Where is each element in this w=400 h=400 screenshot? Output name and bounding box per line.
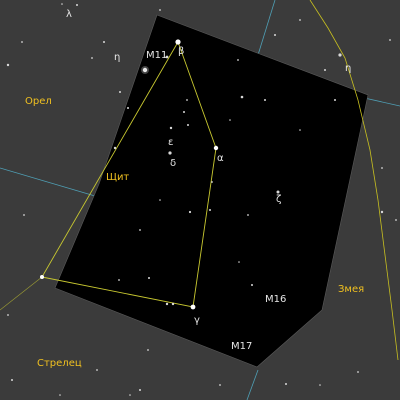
star bbox=[103, 41, 105, 43]
star bbox=[274, 34, 276, 36]
star bbox=[357, 371, 359, 373]
star bbox=[240, 95, 244, 99]
constellation-label-sagittarius: Стрелец bbox=[37, 358, 82, 369]
star-label-beta: β bbox=[178, 46, 184, 57]
star-label-lambda: λ bbox=[66, 9, 72, 20]
star bbox=[299, 129, 301, 131]
star-label-gamma: γ bbox=[194, 315, 200, 326]
star bbox=[118, 279, 120, 281]
scutum-figure-line-aquila bbox=[0, 276, 43, 311]
star-label-zeta: ζ bbox=[276, 194, 281, 205]
star bbox=[229, 119, 231, 121]
star bbox=[285, 383, 287, 385]
star bbox=[319, 384, 321, 386]
star bbox=[171, 302, 175, 306]
star bbox=[237, 59, 239, 61]
star bbox=[96, 369, 98, 371]
star bbox=[7, 314, 9, 316]
star bbox=[159, 199, 161, 201]
star-label-eta-serpens: η bbox=[345, 63, 351, 74]
star bbox=[380, 210, 384, 214]
star bbox=[40, 275, 44, 279]
star bbox=[165, 55, 169, 59]
star bbox=[381, 167, 383, 169]
star bbox=[11, 379, 13, 381]
star bbox=[238, 261, 240, 263]
star bbox=[175, 39, 181, 45]
grid-line-1 bbox=[0, 167, 96, 197]
star bbox=[213, 145, 219, 151]
grid-line-2 bbox=[257, 0, 276, 56]
star bbox=[127, 107, 129, 109]
star bbox=[147, 349, 149, 351]
grid-line-4 bbox=[246, 369, 259, 400]
star bbox=[211, 181, 213, 183]
star-field bbox=[6, 3, 397, 396]
star bbox=[142, 67, 148, 73]
star bbox=[188, 210, 192, 214]
star bbox=[395, 219, 397, 221]
star bbox=[129, 394, 131, 396]
star bbox=[186, 99, 188, 101]
star bbox=[338, 53, 342, 57]
star bbox=[113, 146, 117, 150]
star-label-epsilon: ε bbox=[168, 137, 173, 148]
scutum-boundary bbox=[54, 14, 369, 368]
star bbox=[165, 302, 169, 306]
star-label-eta-aquila: η bbox=[114, 52, 120, 63]
star bbox=[59, 394, 61, 396]
constellation-label-aquila: Орел bbox=[25, 96, 52, 107]
star bbox=[324, 69, 326, 71]
star bbox=[139, 389, 141, 391]
constellation-label-serpens: Змея bbox=[338, 284, 364, 295]
m11-cluster-glow bbox=[141, 66, 149, 74]
star bbox=[61, 3, 63, 5]
star bbox=[251, 284, 253, 286]
star bbox=[91, 57, 93, 59]
star bbox=[276, 190, 280, 194]
constellation-label-scutum: Щит bbox=[106, 172, 129, 183]
star bbox=[169, 126, 173, 130]
star bbox=[6, 63, 10, 67]
star bbox=[247, 214, 249, 216]
star bbox=[334, 99, 336, 101]
star bbox=[299, 19, 301, 21]
star bbox=[21, 41, 23, 43]
star bbox=[183, 111, 185, 113]
messier-label-m16: M16 bbox=[265, 294, 286, 305]
star bbox=[264, 99, 266, 101]
star bbox=[119, 91, 121, 93]
star bbox=[209, 209, 211, 211]
star bbox=[190, 304, 196, 310]
messier-label-m17: M17 bbox=[231, 341, 252, 352]
serpens-line bbox=[309, 0, 399, 361]
star bbox=[389, 39, 391, 41]
star bbox=[139, 229, 141, 231]
star bbox=[148, 277, 150, 279]
star bbox=[76, 4, 78, 6]
star bbox=[23, 214, 25, 216]
star bbox=[219, 384, 221, 386]
messier-label-m11: M11 bbox=[146, 50, 167, 61]
star bbox=[187, 124, 189, 126]
star-label-alpha: α bbox=[217, 153, 224, 164]
star bbox=[159, 9, 161, 11]
star-label-delta: δ bbox=[170, 158, 176, 169]
star bbox=[168, 151, 172, 155]
